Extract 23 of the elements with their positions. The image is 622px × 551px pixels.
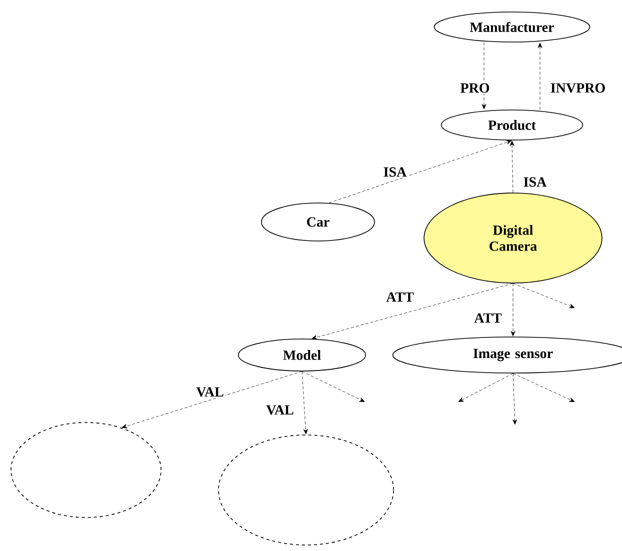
edge-label: ATT [385, 291, 415, 303]
arrow [538, 42, 542, 110]
arrow [458, 373, 514, 402]
arrow [302, 371, 308, 434]
arrow [312, 283, 514, 340]
arrow [510, 283, 516, 336]
arrow [302, 371, 365, 402]
empty-ellipse [10, 422, 162, 518]
arrow [328, 140, 512, 204]
edge-label: PRO [459, 82, 491, 94]
edge-label: ISA [382, 166, 408, 178]
arrow [510, 140, 514, 193]
edge-label: ATT [473, 312, 503, 324]
edge-label: INVPRO [549, 82, 607, 94]
arrow [482, 42, 486, 110]
arrow [512, 373, 518, 425]
arrow [122, 371, 302, 428]
edge-label: ISA [522, 176, 548, 188]
empty-ellipse [218, 434, 394, 546]
arrow [512, 283, 575, 308]
edge-label: VAL [195, 386, 225, 398]
arrow [512, 373, 575, 402]
edge-label: VAL [265, 404, 295, 416]
